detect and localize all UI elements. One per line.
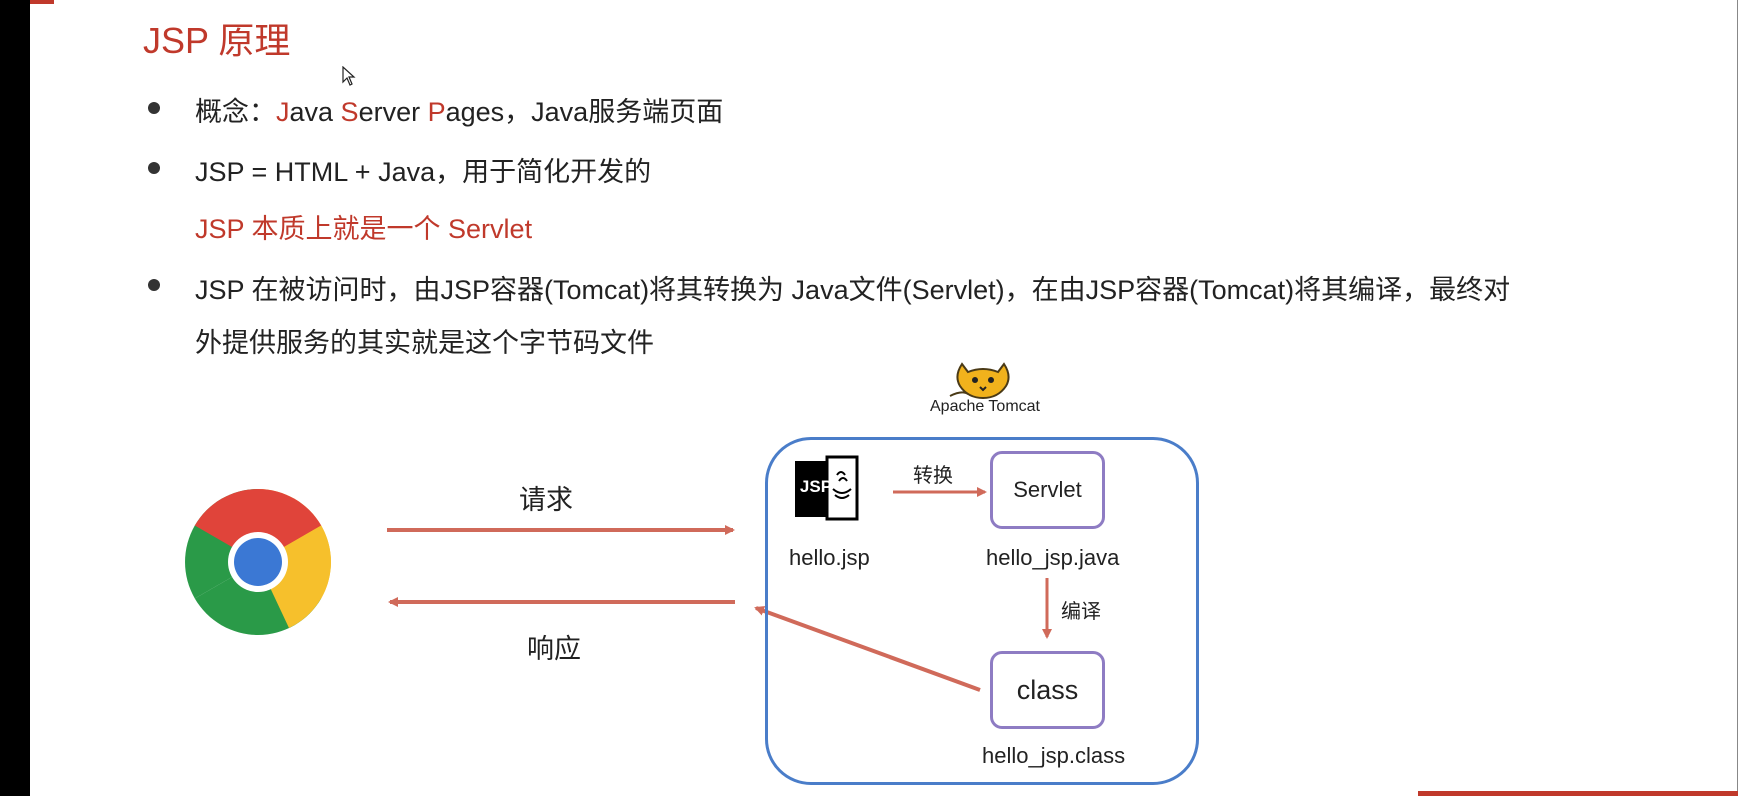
tomcat-container — [765, 437, 1199, 785]
bullet-dot — [148, 102, 160, 114]
mouse-cursor-icon — [342, 66, 356, 86]
bullet-concept: 概念：Java Server Pages，Java服务端页面 — [195, 90, 723, 129]
corner-accent — [30, 0, 54, 4]
class-node: class — [990, 651, 1105, 729]
jsp-file-icon: JSP — [793, 455, 863, 528]
bottom-accent-bar — [1418, 791, 1738, 796]
bullet-dot — [148, 279, 160, 291]
return-arrow — [754, 606, 981, 692]
concept-word-ages: ages，Java服务端页面 — [445, 97, 724, 127]
concept-word-erver: erver — [358, 97, 428, 127]
convert-label: 转换 — [913, 465, 953, 487]
concept-word-ava: ava — [289, 97, 341, 127]
bullet-formula: JSP = HTML + Java，用于简化开发的 — [195, 157, 652, 187]
class-file-label: hello_jsp.class — [982, 743, 1126, 768]
acronym-letter-s: S — [340, 97, 359, 127]
page-title: JSP 原理 — [143, 20, 291, 61]
concept-prefix: 概念： — [195, 97, 276, 127]
highlight-essence: JSP 本质上就是一个 Servlet — [195, 214, 533, 244]
bullet-process-line2: 外提供服务的其实就是这个字节码文件 — [195, 328, 654, 358]
compile-label: 编译 — [1061, 601, 1101, 623]
acronym-letter-j: J — [276, 97, 290, 127]
left-screen-border — [0, 0, 30, 796]
jsp-file-label: hello.jsp — [789, 545, 870, 570]
bullet-dot — [148, 162, 160, 174]
tomcat-caption: Apache Tomcat — [930, 398, 1040, 415]
chrome-browser-icon — [185, 489, 331, 635]
tomcat-cat-icon — [949, 362, 1010, 400]
servlet-node: Servlet — [990, 451, 1105, 529]
jsp-icon-text: JSP — [799, 477, 833, 496]
servlet-file-label: hello_jsp.java — [986, 545, 1120, 570]
acronym-letter-p: P — [427, 97, 446, 127]
request-label: 请求 — [519, 485, 573, 515]
bullet-process-line1: JSP 在被访问时，由JSP容器(Tomcat)将其转换为 Java文件(Ser… — [195, 275, 1511, 305]
response-label: 响应 — [527, 634, 581, 664]
